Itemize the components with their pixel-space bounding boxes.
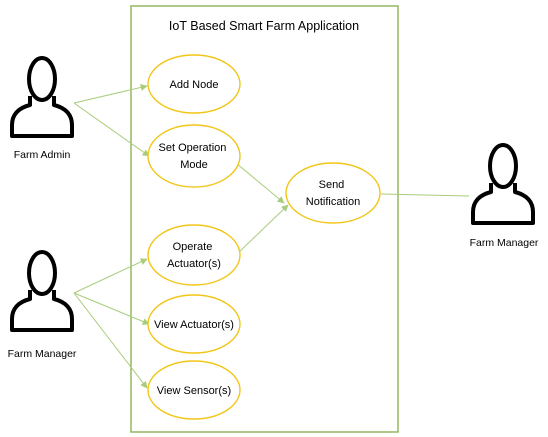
- connector-manager-view-sensors: [73, 292, 148, 389]
- usecase-operate-actuators: Operate Actuator(s): [147, 224, 241, 286]
- connector-admin-add-node: [73, 84, 148, 104]
- actor-label: Farm Manager: [470, 237, 539, 249]
- usecase-ellipse: [285, 162, 381, 224]
- usecase-ellipse: [147, 224, 241, 286]
- system-title: IoT Based Smart Farm Application: [169, 19, 359, 33]
- connector-manager-operate-actuators: [73, 258, 148, 294]
- connectors: [73, 84, 470, 389]
- connector-set-mode-send-notification: [235, 162, 285, 204]
- usecase-view-actuators: View Actuator(s): [147, 294, 241, 354]
- usecase-label: Set Operation Mode: [159, 142, 230, 171]
- connector-send-notification-manager-right: [380, 193, 470, 197]
- usecase-label-line: Mode: [180, 159, 208, 171]
- person-icon: [10, 250, 74, 332]
- person-icon: [471, 143, 535, 225]
- usecase-view-sensors: View Sensor(s): [147, 360, 241, 420]
- usecase-label: Add Node: [170, 79, 219, 91]
- usecase-label-line: Add Node: [170, 79, 219, 91]
- usecase-label: Send Notification: [306, 179, 360, 208]
- actor-label: Farm Admin: [14, 149, 71, 161]
- usecase-label: View Actuator(s): [154, 319, 234, 331]
- usecase-add-node: Add Node: [147, 54, 241, 114]
- usecase-label-line: Operate: [173, 241, 213, 253]
- usecase-label: Operate Actuator(s): [167, 241, 221, 270]
- actor-farm-admin: Farm Admin: [10, 56, 74, 161]
- usecase-label: View Sensor(s): [157, 385, 231, 397]
- usecase-label-line: Notification: [306, 196, 360, 208]
- usecase-label-line: View Sensor(s): [157, 385, 231, 397]
- usecase-ellipse: [147, 294, 241, 354]
- usecase-label-line: Actuator(s): [167, 258, 221, 270]
- actor-label: Farm Manager: [8, 348, 77, 360]
- usecase-ellipse: [147, 54, 241, 114]
- usecase-send-notification: Send Notification: [285, 162, 381, 224]
- person-icon: [10, 56, 74, 138]
- usecase-set-operation-mode: Set Operation Mode: [147, 124, 241, 188]
- actor-farm-manager-right: Farm Manager: [470, 143, 539, 249]
- usecase-label-line: Set Operation: [159, 142, 227, 154]
- usecase-label-line: View Actuator(s): [154, 319, 234, 331]
- connector-operate-send-notification: [235, 204, 289, 256]
- usecase-label-line: Send: [319, 179, 345, 191]
- connector-admin-set-operation-mode: [73, 102, 150, 157]
- usecase-ellipse: [147, 360, 241, 420]
- system-boundary: [130, 5, 399, 433]
- connector-manager-view-actuators: [73, 292, 150, 325]
- actor-farm-manager-left: Farm Manager: [8, 250, 77, 360]
- usecase-ellipse: [147, 124, 241, 188]
